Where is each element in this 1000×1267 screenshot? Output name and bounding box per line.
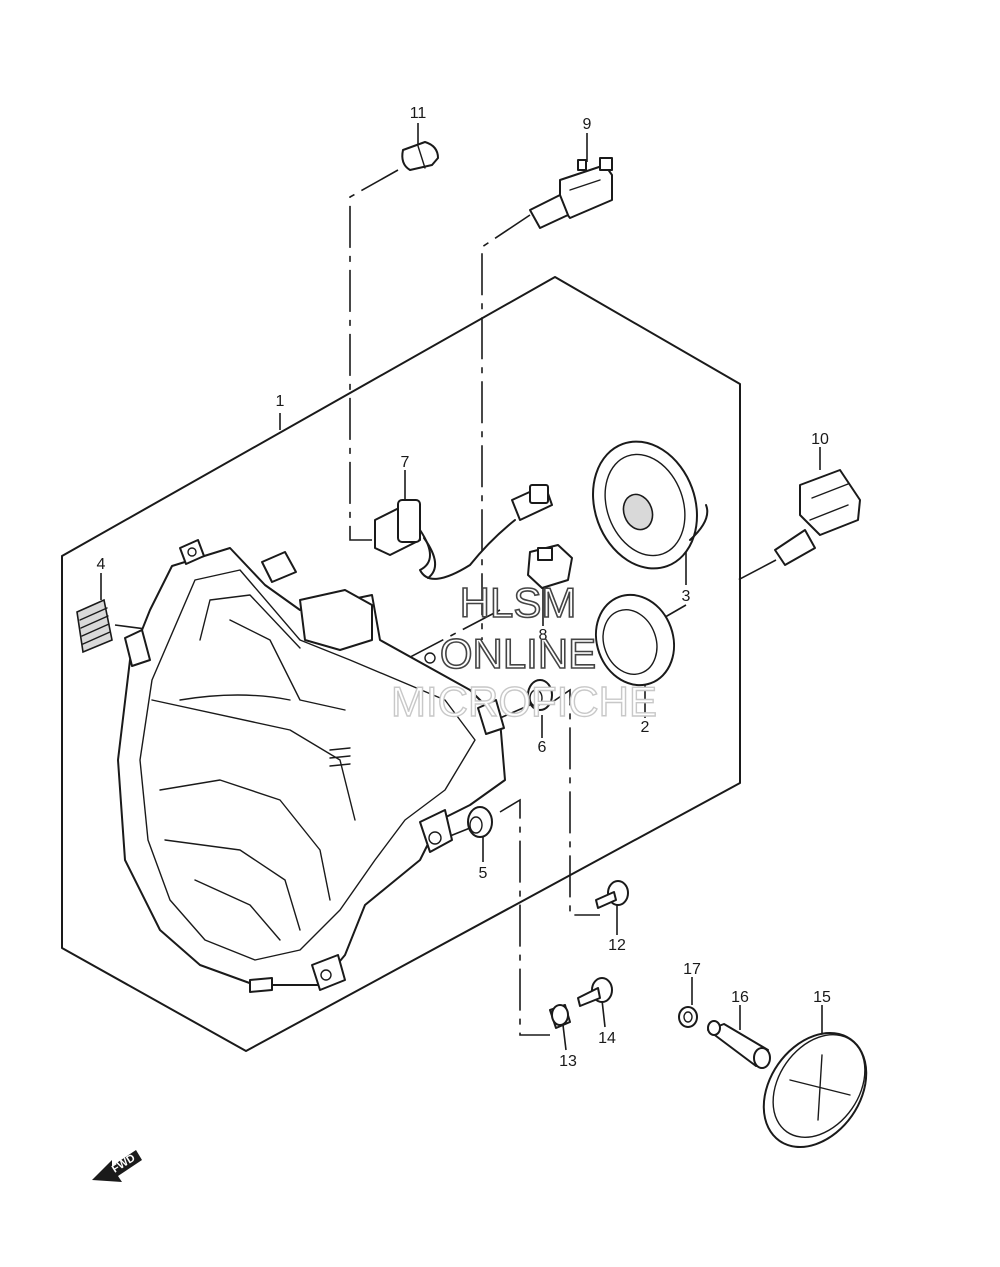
bolt-part-12 — [595, 880, 629, 909]
cap-part-15 — [762, 1032, 868, 1148]
bulb-part-9 — [529, 157, 613, 229]
label-part-4: 4 — [97, 556, 106, 573]
label-part-12: 12 — [608, 937, 626, 954]
grommet-part-5 — [467, 806, 493, 838]
reflector-part-4 — [76, 598, 113, 654]
label-part-9: 9 — [583, 116, 592, 133]
headlight-housing — [117, 539, 506, 993]
label-part-5: 5 — [479, 865, 488, 882]
grommet-part-6 — [527, 679, 553, 711]
watermark-line-3: MICROFICHE — [391, 678, 657, 725]
socket-harness-part-7 — [374, 484, 553, 580]
leader-lines — [100, 123, 823, 1051]
label-part-3: 3 — [682, 588, 691, 605]
seal-part-2 — [594, 593, 676, 687]
label-part-1: 1 — [276, 393, 285, 410]
bolt-part-13 — [549, 1004, 571, 1029]
bulb-part-10 — [774, 469, 861, 566]
part-labels: 1 2 3 4 5 6 7 8 9 10 11 12 13 14 15 16 1… — [97, 105, 831, 1070]
label-part-2: 2 — [641, 719, 650, 736]
assembly-box — [61, 276, 741, 1052]
watermark-line-2: ONLINE — [440, 630, 596, 677]
label-part-15: 15 — [813, 989, 831, 1006]
bulb-part-11 — [401, 141, 439, 171]
ring-part-3 — [592, 440, 709, 570]
label-part-16: 16 — [731, 989, 749, 1006]
washer-part-17 — [678, 1006, 698, 1028]
watermark: HLSM ONLINE MICROFICHE — [390, 578, 657, 726]
label-part-6: 6 — [538, 739, 547, 756]
label-part-10: 10 — [811, 431, 829, 448]
label-part-11: 11 — [410, 105, 427, 122]
fwd-arrow: FWD — [92, 1150, 142, 1182]
socket-part-8 — [527, 544, 573, 589]
label-part-7: 7 — [401, 454, 410, 471]
screw-part-14 — [577, 977, 613, 1007]
label-part-17: 17 — [683, 961, 701, 978]
label-part-14: 14 — [598, 1030, 616, 1047]
label-part-8: 8 — [539, 627, 548, 644]
label-part-13: 13 — [559, 1053, 577, 1070]
pin-part-16 — [707, 1020, 771, 1069]
watermark-line-1: HLSM — [460, 579, 577, 626]
